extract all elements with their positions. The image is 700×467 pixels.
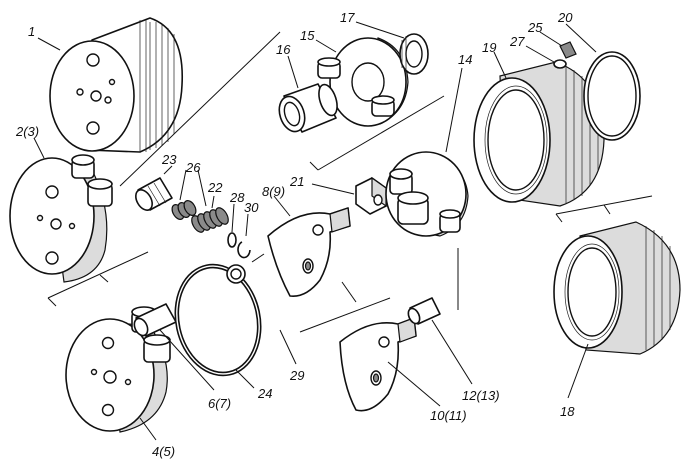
part-25-plug (559, 41, 577, 59)
part-12-13-pin (407, 297, 441, 325)
part-19-ring-gear (473, 61, 605, 207)
label-29: 29 (289, 368, 304, 383)
part-2-3-carrier-plate (9, 154, 113, 283)
part-4-5-carrier-plate (65, 306, 171, 433)
part-17-bushing (399, 33, 429, 75)
label-6-7: 6(7) (208, 396, 231, 411)
label-18: 18 (560, 404, 575, 419)
label-2-3: 2(3) (15, 124, 39, 139)
part-28-washer (227, 232, 237, 248)
label-27: 27 (509, 34, 525, 49)
label-23: 23 (161, 152, 177, 167)
part-1-cover (49, 17, 184, 153)
part-20-ring (583, 51, 641, 141)
label-14: 14 (458, 52, 472, 67)
label-22: 22 (207, 180, 223, 195)
label-30: 30 (244, 200, 259, 215)
part-29-ring (226, 264, 246, 284)
label-10-11: 10(11) (430, 408, 467, 423)
label-1: 1 (28, 24, 35, 39)
part-23-bushing (135, 177, 173, 211)
label-8-9: 8(9) (262, 184, 285, 199)
part-10-11-cam-lever (339, 317, 417, 412)
part-8-9-cam-lever (267, 207, 351, 297)
label-19: 19 (482, 40, 496, 55)
part-30-snap-ring (237, 241, 251, 259)
label-16: 16 (276, 42, 291, 57)
label-28: 28 (229, 190, 245, 205)
part-16-sleeve (278, 83, 338, 133)
label-21: 21 (289, 174, 304, 189)
label-25: 25 (527, 20, 543, 35)
label-15: 15 (300, 28, 315, 43)
label-26: 26 (185, 160, 201, 175)
label-20: 20 (557, 10, 573, 25)
part-24-o-ring (174, 263, 262, 377)
part-15-carrier (317, 37, 409, 127)
label-4-5: 4(5) (152, 444, 175, 459)
part-27-washer (553, 59, 567, 69)
label-12-13: 12(13) (462, 388, 500, 403)
part-21-block (355, 176, 387, 215)
part-14-carrier (385, 151, 469, 237)
part-22-spring (191, 207, 229, 233)
part-26-spring-seat (171, 200, 197, 220)
label-24: 24 (257, 386, 272, 401)
part-18-housing (553, 221, 681, 355)
label-17: 17 (340, 10, 355, 25)
